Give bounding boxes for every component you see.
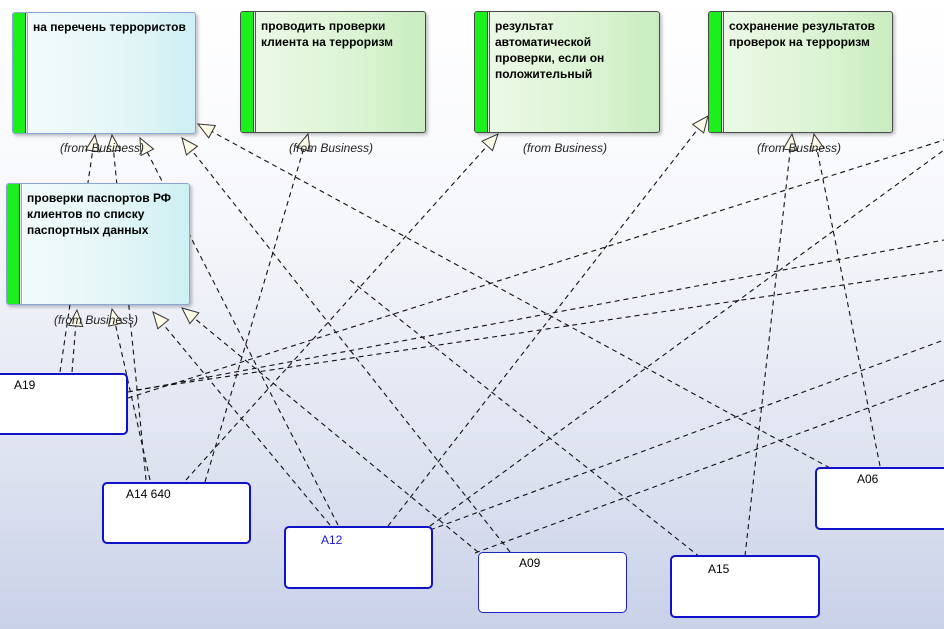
component-a09[interactable]: A09	[478, 552, 627, 613]
from-label: (from Business)	[60, 141, 145, 155]
requirement-text: на перечень террористов	[33, 20, 186, 34]
from-label: (from Business)	[757, 141, 842, 155]
requirement-marker	[13, 13, 26, 133]
dependency-line	[127, 139, 944, 399]
dependency-line	[127, 239, 944, 393]
requirement-auto-check-result[interactable]: результат автоматической проверки, если …	[474, 11, 660, 133]
requirement-marker	[475, 12, 488, 132]
dependency-line	[135, 269, 944, 391]
requirement-text: сохранение результатов проверок на терро…	[729, 19, 876, 49]
dependency-line	[197, 123, 831, 469]
requirement-marker	[709, 12, 722, 132]
from-label: (from Business)	[54, 313, 139, 327]
component-label: A15	[708, 562, 730, 576]
requirement-text: результат автоматической проверки, если …	[495, 19, 605, 81]
realization-arrowhead	[481, 133, 499, 152]
requirement-text: проверки паспортов РФ клиентов по списку…	[27, 191, 172, 237]
from-label: (from Business)	[523, 141, 608, 155]
realization-arrowhead	[181, 307, 200, 325]
realization-arrowhead	[181, 137, 199, 156]
component-a15[interactable]: A15	[670, 555, 820, 618]
component-label: A19	[14, 378, 36, 392]
dependency-line	[204, 133, 309, 483]
requirement-terrorist-list[interactable]: на перечень террористов	[12, 12, 196, 134]
dependency-line	[185, 133, 499, 481]
component-label: A14 640	[126, 487, 171, 501]
realization-arrowhead	[196, 123, 217, 139]
requirement-marker	[7, 184, 20, 304]
requirement-check-client[interactable]: проводить проверки клиента на терроризм	[240, 11, 426, 133]
component-a12[interactable]: A12	[284, 526, 433, 589]
component-a19[interactable]: A19	[0, 373, 128, 435]
component-a14-640[interactable]: A14 640	[102, 482, 251, 544]
dependency-line	[744, 133, 793, 557]
from-label: (from Business)	[289, 141, 374, 155]
requirement-save-results[interactable]: сохранение результатов проверок на терро…	[708, 11, 893, 133]
component-label: A06	[857, 472, 879, 486]
requirement-marker	[241, 12, 254, 132]
requirement-passport-check[interactable]: проверки паспортов РФ клиентов по списку…	[6, 183, 190, 305]
component-label: A12	[321, 533, 343, 547]
dependency-line	[349, 279, 701, 558]
component-a06[interactable]: A06	[815, 467, 944, 530]
dependency-line	[813, 133, 881, 467]
realization-arrowhead	[152, 311, 170, 330]
dependency-line	[387, 115, 709, 527]
requirement-text: проводить проверки клиента на терроризм	[261, 19, 394, 49]
realization-arrowhead	[691, 115, 709, 134]
component-label: A09	[519, 556, 541, 570]
